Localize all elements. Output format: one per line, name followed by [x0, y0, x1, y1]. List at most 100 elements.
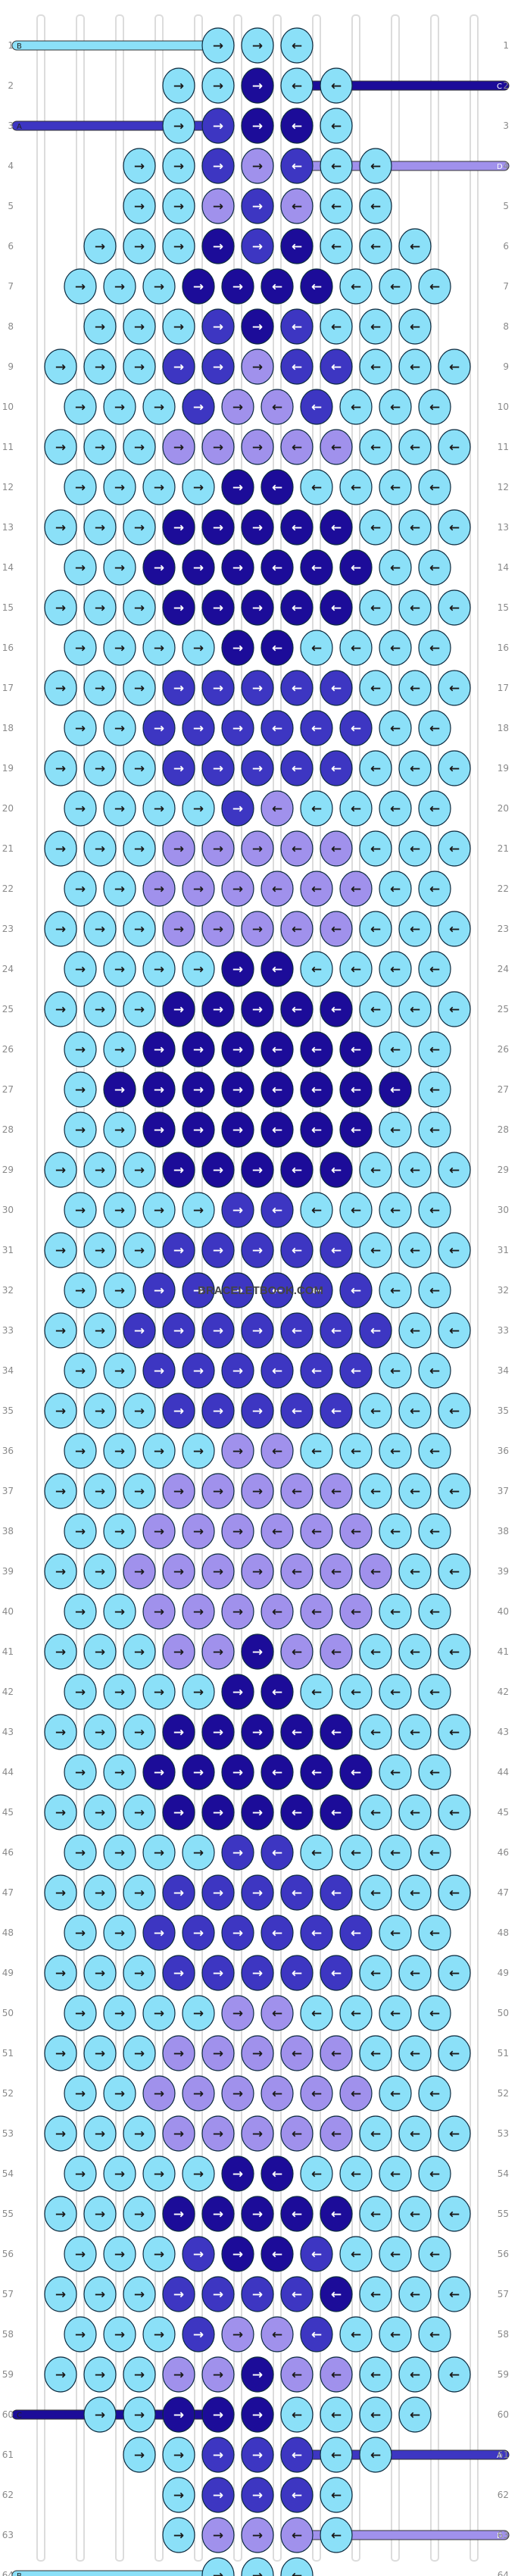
knot-shape	[221, 1513, 254, 1549]
knot-arrow-icon: ←	[272, 2327, 282, 2343]
knot-arrow-icon: ←	[292, 440, 302, 455]
row-number-left: 20	[2, 803, 14, 814]
knot-shape	[201, 349, 235, 385]
knot-arrow-icon: →	[213, 2207, 223, 2222]
knot-arrow-icon: →	[95, 521, 105, 536]
knot-arrow-icon: →	[114, 1283, 125, 1299]
row-number-right: 15	[498, 602, 509, 613]
knot: →	[44, 1874, 77, 1911]
knot-arrow-icon: →	[154, 1685, 164, 1700]
knot: →	[221, 2236, 254, 2272]
knot-arrow-icon: ←	[351, 721, 361, 736]
knot-shape	[280, 2276, 314, 2312]
knot-shape	[83, 349, 117, 385]
knot-arrow-icon: →	[134, 320, 145, 335]
knot: →	[182, 1352, 215, 1389]
knot-shape	[379, 389, 412, 425]
knot-arrow-icon: →	[213, 119, 223, 134]
knot: →	[103, 1915, 136, 1951]
knot-shape	[398, 1633, 432, 1670]
knot: →	[64, 389, 97, 425]
knot-shape	[103, 1111, 136, 1148]
knot-shape	[320, 1152, 353, 1188]
knot-shape	[123, 589, 156, 626]
knot-arrow-icon: ←	[410, 1645, 420, 1660]
knot: ←	[379, 1192, 412, 1228]
row-number-left: 62	[2, 2490, 14, 2500]
knot-arrow-icon: →	[173, 1645, 184, 1660]
knot-arrow-icon: →	[213, 2448, 223, 2463]
knot: ←	[379, 2156, 412, 2192]
knot: ←	[280, 2477, 314, 2513]
knot-shape	[221, 1834, 254, 1871]
row-number-right: 8	[503, 321, 509, 332]
knot: →	[182, 951, 215, 987]
knot: ←	[339, 268, 373, 305]
knot: →	[221, 871, 254, 907]
knot: →	[221, 2075, 254, 2112]
knot-shape	[162, 991, 195, 1027]
knot-arrow-icon: ←	[331, 79, 342, 94]
knot-shape	[83, 2035, 117, 2071]
knot-shape	[438, 991, 471, 1027]
knot-arrow-icon: →	[252, 681, 263, 696]
knot: →	[83, 1152, 117, 1188]
knot-shape	[201, 2517, 235, 2553]
knot-shape	[103, 2236, 136, 2272]
knot: →	[83, 1714, 117, 1750]
knot: →	[64, 2075, 97, 2112]
knot-shape	[300, 630, 333, 666]
knot: →	[44, 670, 77, 706]
knot-arrow-icon: ←	[292, 1805, 302, 1821]
row-number-left: 56	[2, 2249, 14, 2259]
knot: →	[182, 710, 215, 746]
knot: →	[83, 589, 117, 626]
knot-shape	[418, 2156, 451, 2192]
knot-shape	[260, 1513, 294, 1549]
knot-shape	[398, 1312, 432, 1349]
knot-shape	[201, 1312, 235, 1349]
knot-shape	[241, 1714, 274, 1750]
knot: ←	[300, 1995, 333, 2031]
knot: ←	[339, 1915, 373, 1951]
knot-arrow-icon: ←	[429, 2167, 440, 2182]
knot-shape	[123, 830, 156, 867]
row-number-left: 51	[2, 2048, 14, 2059]
knot-arrow-icon: →	[193, 1846, 204, 1861]
knot: →	[241, 2437, 274, 2473]
knot: →	[64, 1915, 97, 1951]
knot: →	[142, 268, 176, 305]
knot: →	[162, 2035, 195, 2071]
knot-arrow-icon: ←	[272, 280, 282, 295]
knot-shape	[359, 228, 392, 264]
knot-arrow-icon: ←	[331, 1163, 342, 1178]
knot: ←	[418, 1031, 451, 1068]
knot-arrow-icon: ←	[331, 2528, 342, 2543]
knot-arrow-icon: ←	[410, 320, 420, 335]
knot-arrow-icon: →	[252, 2568, 263, 2576]
knot-shape	[438, 1714, 471, 1750]
knot-arrow-icon: ←	[292, 761, 302, 777]
knot: ←	[398, 1553, 432, 1590]
knot-arrow-icon: →	[232, 721, 243, 736]
knot-arrow-icon: →	[55, 2127, 66, 2142]
knot-arrow-icon: →	[134, 1002, 145, 1018]
knot-shape	[280, 1794, 314, 1830]
knot-arrow-icon: ←	[272, 1444, 282, 1459]
knot-shape	[379, 710, 412, 746]
knot-shape	[64, 1915, 97, 1951]
knot-shape	[182, 1995, 215, 2031]
row-number-right: 60	[498, 2409, 509, 2420]
knot: →	[201, 750, 235, 786]
knot-shape	[280, 308, 314, 345]
knot: ←	[398, 228, 432, 264]
knot-arrow-icon: ←	[311, 1364, 322, 1379]
knot-shape	[418, 1111, 451, 1148]
knot: ←	[280, 228, 314, 264]
knot-arrow-icon: ←	[370, 1324, 381, 1339]
knot-shape	[260, 790, 294, 827]
knot-shape	[83, 911, 117, 947]
knot: →	[142, 469, 176, 505]
knot-arrow-icon: ←	[292, 2368, 302, 2383]
knot-shape	[280, 349, 314, 385]
